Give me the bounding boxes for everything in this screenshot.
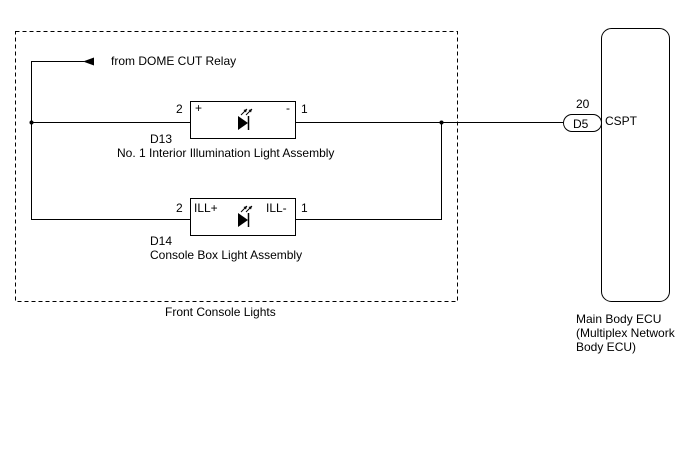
ecu-terminal: CSPT — [605, 114, 638, 128]
wire-relay-feed — [31, 61, 190, 220]
ecu-name-line3: Body ECU) — [576, 340, 636, 354]
ecu: D5 20 CSPT Main Body ECU (Multiplex Netw… — [563, 28, 676, 354]
component-d14: 2 1 ILL+ ILL- D14 Console Box Light Asse… — [150, 198, 308, 262]
d13-pin-right: 1 — [301, 102, 308, 116]
ray-head-2 — [248, 206, 252, 210]
d13-code: D13 — [150, 132, 172, 146]
group-label: Front Console Lights — [165, 305, 276, 319]
d13-pin-left: 2 — [176, 102, 183, 116]
d14-pin-right: 1 — [301, 201, 308, 215]
component-d13: 2 1 + - D13 No. 1 Interior Illumination … — [117, 101, 334, 160]
ray-head-2 — [248, 109, 252, 113]
led-icon — [238, 116, 248, 130]
junction-dot-left — [29, 120, 34, 125]
d13-term-right: - — [286, 101, 290, 115]
junction-dot-right — [439, 120, 444, 125]
ray-head-1 — [243, 109, 247, 113]
ray-head-1 — [243, 206, 247, 210]
ecu-name-line1: Main Body ECU — [576, 312, 661, 326]
led-icon — [238, 213, 248, 227]
source-label: from DOME CUT Relay — [111, 54, 236, 68]
group-boundary — [15, 31, 458, 302]
ecu-connector-label: D5 — [573, 117, 589, 131]
ecu-box — [601, 28, 670, 302]
wires — [31, 61, 563, 220]
d14-name: Console Box Light Assembly — [150, 248, 302, 262]
d14-term-right: ILL- — [266, 201, 287, 215]
d13-term-left: + — [195, 101, 202, 115]
ecu-pin: 20 — [576, 97, 590, 111]
d13-name: No. 1 Interior Illumination Light Assemb… — [117, 146, 334, 160]
d14-term-left: ILL+ — [194, 201, 218, 215]
d14-code: D14 — [150, 234, 172, 248]
ecu-name-line2: (Multiplex Network — [576, 326, 676, 340]
d14-pin-left: 2 — [176, 201, 183, 215]
ecu-connector — [563, 114, 602, 132]
wire-d14-out — [296, 122, 442, 220]
arrow-icon — [83, 57, 94, 66]
